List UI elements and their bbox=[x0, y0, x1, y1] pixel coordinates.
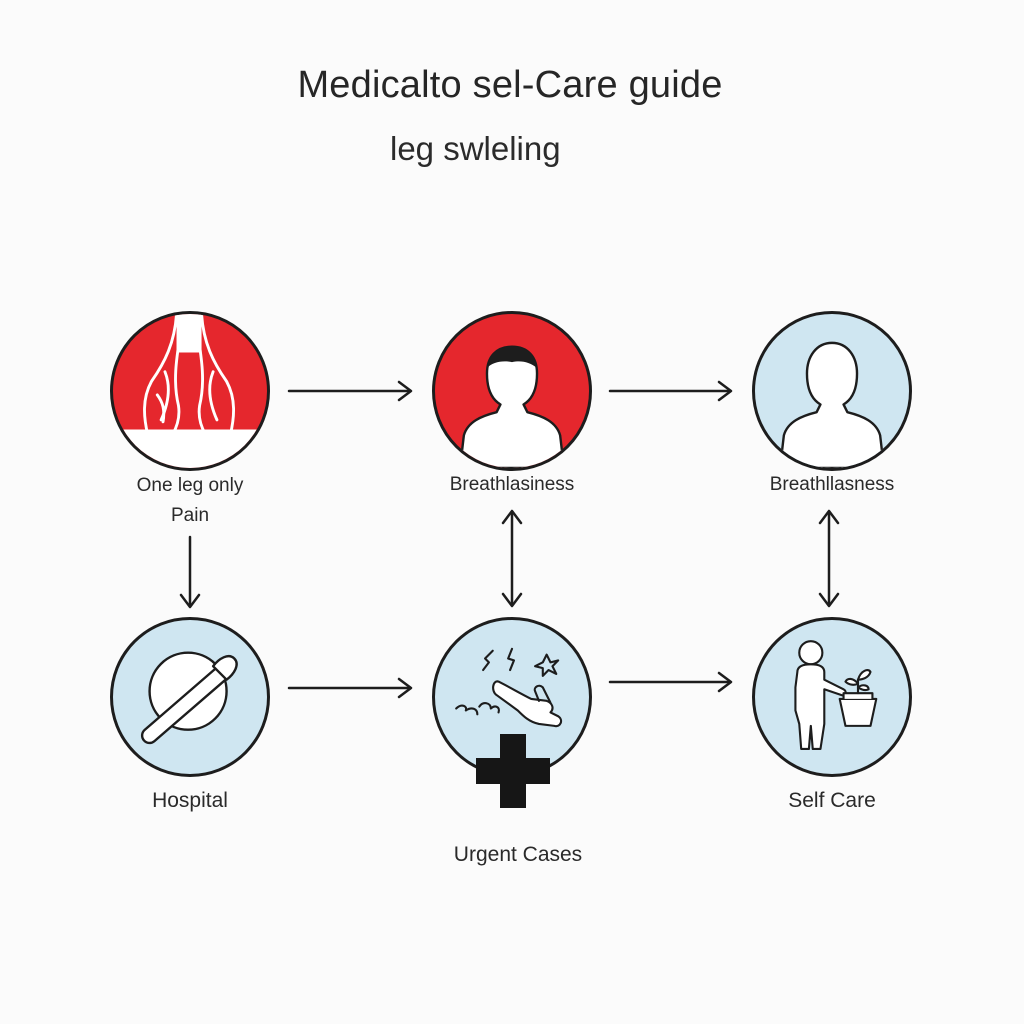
label-hospital: Hospital bbox=[152, 789, 228, 812]
label-one-leg-line1: One leg only bbox=[136, 475, 244, 496]
arrow-one-leg-to-breath bbox=[287, 380, 413, 402]
label-one-leg: One leg only Pain bbox=[110, 471, 270, 531]
node-self-care bbox=[752, 617, 912, 777]
page-title: Medicalto sel-Care guide bbox=[297, 64, 723, 106]
label-breath-urgent: Breathlasiness bbox=[449, 474, 575, 495]
medical-cross-icon bbox=[476, 734, 550, 808]
arrow-breath-urgent-double bbox=[501, 509, 523, 608]
arrow-breath-to-breath bbox=[608, 380, 733, 402]
label-self-care: Self Care bbox=[788, 789, 876, 812]
plate-spoon-icon bbox=[140, 651, 238, 745]
arrow-one-leg-to-hospital bbox=[179, 535, 201, 609]
leg-veins-icon bbox=[113, 314, 267, 468]
person-bust-icon bbox=[458, 345, 566, 468]
label-one-leg-line2: Pain bbox=[170, 505, 210, 526]
label-urgent: Urgent Cases bbox=[453, 843, 583, 866]
node-one-leg bbox=[110, 311, 270, 471]
arrow-breath-self-care-double bbox=[818, 509, 840, 608]
hand-pain-icon bbox=[455, 647, 563, 728]
person-plant-icon bbox=[794, 640, 878, 751]
arrow-urgent-to-self-care bbox=[608, 671, 733, 693]
arrow-hospital-to-urgent bbox=[287, 677, 413, 699]
page-subtitle: leg swleling bbox=[390, 130, 561, 167]
node-breath-self bbox=[752, 311, 912, 471]
label-breath-self: Breathllasness bbox=[769, 474, 895, 495]
person-bust-icon bbox=[778, 341, 886, 468]
node-breath-urgent bbox=[432, 311, 592, 471]
node-hospital bbox=[110, 617, 270, 777]
